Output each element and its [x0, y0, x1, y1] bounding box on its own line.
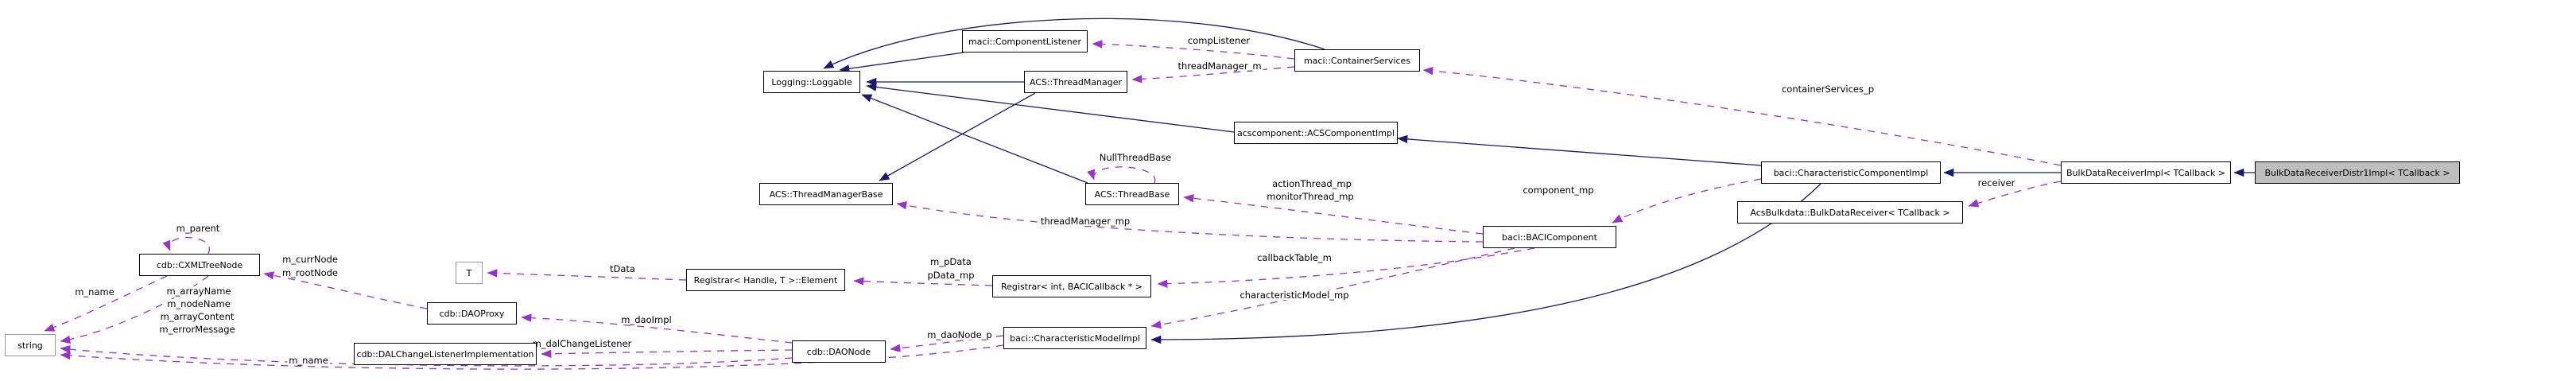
edge-label-m-daoimpl: m_daoImpl — [619, 313, 673, 325]
edge-usage-nullthreadbase-selfloop — [1087, 166, 1156, 184]
edge-label-m-rootnode: m_rootNode — [280, 266, 340, 278]
edge-label-receiver: receiver — [1976, 177, 2017, 189]
edge-usage-mdaoimpl — [521, 313, 793, 344]
edge-inherit-acscomponentimpl-loggable — [866, 83, 1235, 133]
edge-label-m-arraycontent: m_arrayContent — [158, 310, 236, 322]
node-template-t[interactable]: T — [456, 262, 483, 284]
node-acscomponent-acscomponentimpl[interactable]: acscomponent::ACSComponentImpl — [1234, 122, 1398, 144]
edge-usage-mpdata — [853, 277, 993, 286]
edge-usage-threadmanager-m — [1131, 66, 1295, 84]
edge-label-component-mp: component_mp — [1521, 184, 1596, 196]
node-bulkdatareceiverimpl[interactable]: BulkDataReceiverImpl< TCallback > — [2061, 161, 2231, 184]
edge-label-threadmanager-mp: threadManager_mp — [1038, 215, 1132, 227]
node-cdb-dalchangelistenerimplementation[interactable]: cdb::DALChangeListenerImplementation — [354, 343, 537, 365]
edge-label-m-name-treenode: m_name — [73, 286, 116, 297]
edge-label-containerservices-p: containerServices_p — [1779, 83, 1876, 95]
edge-label-m-pdata: m_pData — [929, 255, 973, 267]
node-acs-threadmanagerbase[interactable]: ACS::ThreadManagerBase — [759, 183, 893, 205]
edge-label-m-currnode: m_currNode — [281, 253, 339, 265]
edge-inherit-charcomponentimpl-acscomponentimpl — [1397, 134, 1762, 166]
node-baci-characteristiccomponentimpl[interactable]: baci::CharacteristicComponentImpl — [1761, 161, 1941, 184]
edge-usage-mdalchangelistener — [541, 349, 793, 358]
edge-usage-actionthread-mp — [1183, 194, 1484, 235]
node-acs-threadbase[interactable]: ACS::ThreadBase — [1085, 183, 1179, 205]
edge-label-m-arrayname: m_arrayName — [165, 285, 233, 297]
node-cdb-cxmltreenode[interactable]: cdb::CXMLTreeNode — [139, 254, 260, 276]
node-bulkdatareceiverdistr1impl: BulkDataReceiverDistr1Impl< TCallback > — [2255, 161, 2460, 184]
edge-label-m-parent: m_parent — [174, 222, 222, 234]
edge-inherit-containerservices-loggable — [823, 17, 1325, 69]
edge-inherit-charcomponentimpl-charmodelimpl — [1150, 183, 1821, 344]
edge-label-nullthreadbase: NullThreadBase — [1097, 151, 1174, 163]
edge-usage-mname-treenode-string — [44, 275, 168, 332]
node-cdb-daoproxy[interactable]: cdb::DAOProxy — [427, 302, 517, 325]
edge-label-tdata: tData — [608, 262, 637, 274]
node-maci-componentlistener[interactable]: maci::ComponentListener — [962, 30, 1088, 52]
edge-usage-containerservices-p — [1422, 66, 2062, 166]
edge-usage-mparent-selfloop — [162, 236, 211, 255]
node-acs-threadmanager[interactable]: ACS::ThreadManager — [1024, 71, 1127, 93]
node-cdb-daonode[interactable]: cdb::DAONode — [792, 340, 886, 363]
node-acsbulkdata-bulkdatareceiver[interactable]: AcsBulkdata::BulkDataReceiver< TCallback… — [1737, 201, 1963, 224]
edge-usage-mdaonode-p — [890, 335, 1004, 352]
edge-inherit-threadmanager-threadmanagerbase — [879, 92, 1036, 181]
edge-usage-threadmanager-mp — [896, 201, 1484, 243]
edge-label-pdata-mp: pData_mp — [925, 269, 976, 281]
node-registrar-int-bacicallback[interactable]: Registrar< int, BACICallback * > — [992, 275, 1151, 297]
edge-label-actionthread-mp: actionThread_mp — [1271, 177, 1353, 189]
edge-label-characteristicmodel-mp: characteristicModel_mp — [1238, 289, 1351, 301]
edge-usage-receiver — [1968, 181, 2062, 208]
node-maci-containerservices[interactable]: maci::ContainerServices — [1294, 49, 1420, 72]
node-registrar-handle-element[interactable]: Registrar< Handle, T >::Element — [686, 269, 845, 291]
edge-usage-mname-daonode-string — [60, 345, 793, 367]
edge-inherit-threadbase-loggable — [861, 94, 1088, 184]
edge-label-callbacktable-m: callbackTable_m — [1255, 251, 1333, 263]
edge-label-m-nodename: m_nodeName — [165, 297, 232, 309]
edge-label-m-daonode-p: m_daoNode_p — [925, 329, 994, 340]
node-baci-characteristicmodelimpl[interactable]: baci::CharacteristicModelImpl — [1003, 327, 1146, 349]
edge-usage-callbacktable-m — [1157, 247, 1535, 288]
edge-usage-mcurrnode-mrootnode — [263, 271, 428, 309]
edge-inherit-componentlistener-loggable — [839, 52, 964, 73]
edge-label-threadmanager-m: threadManager_m — [1176, 60, 1263, 72]
edge-usage-marray-block-string — [60, 275, 209, 344]
edge-label-monitorthread-mp: monitorThread_mp — [1265, 190, 1356, 202]
node-baci-bacicomponent[interactable]: baci::BACIComponent — [1483, 226, 1616, 248]
edge-label-complistener: compListener — [1185, 34, 1252, 46]
edge-label-m-name-bottom: m_name — [287, 354, 330, 366]
edge-usage-complistener — [1092, 40, 1295, 60]
node-string[interactable]: string — [5, 334, 56, 356]
edge-usage-tdata — [487, 269, 687, 281]
node-logging-loggable[interactable]: Logging::Loggable — [763, 71, 860, 93]
edge-label-m-dalchangelistener: m_dalChangeListener — [530, 337, 634, 349]
edge-label-m-errormessage: m_errorMessage — [157, 323, 237, 335]
edge-usage-mname-charmodel-string — [60, 344, 1004, 370]
